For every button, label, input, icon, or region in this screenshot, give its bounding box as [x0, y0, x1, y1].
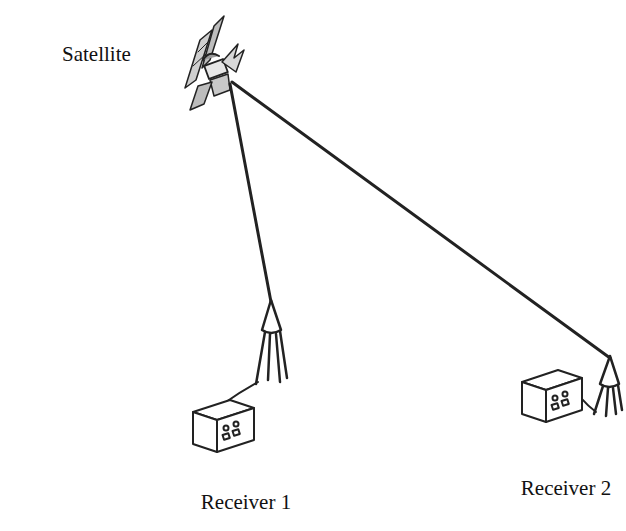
signal-path — [230, 84, 271, 302]
receiver-box — [522, 370, 582, 422]
receiver-label: Receiver 1 — [201, 490, 291, 515]
satellite-icon — [185, 16, 244, 110]
satellite-label: Satellite — [62, 42, 131, 67]
receiver-label: Receiver 2 — [521, 476, 611, 501]
antenna — [226, 300, 287, 402]
receiver-box — [193, 400, 254, 452]
signal-path — [232, 82, 610, 358]
